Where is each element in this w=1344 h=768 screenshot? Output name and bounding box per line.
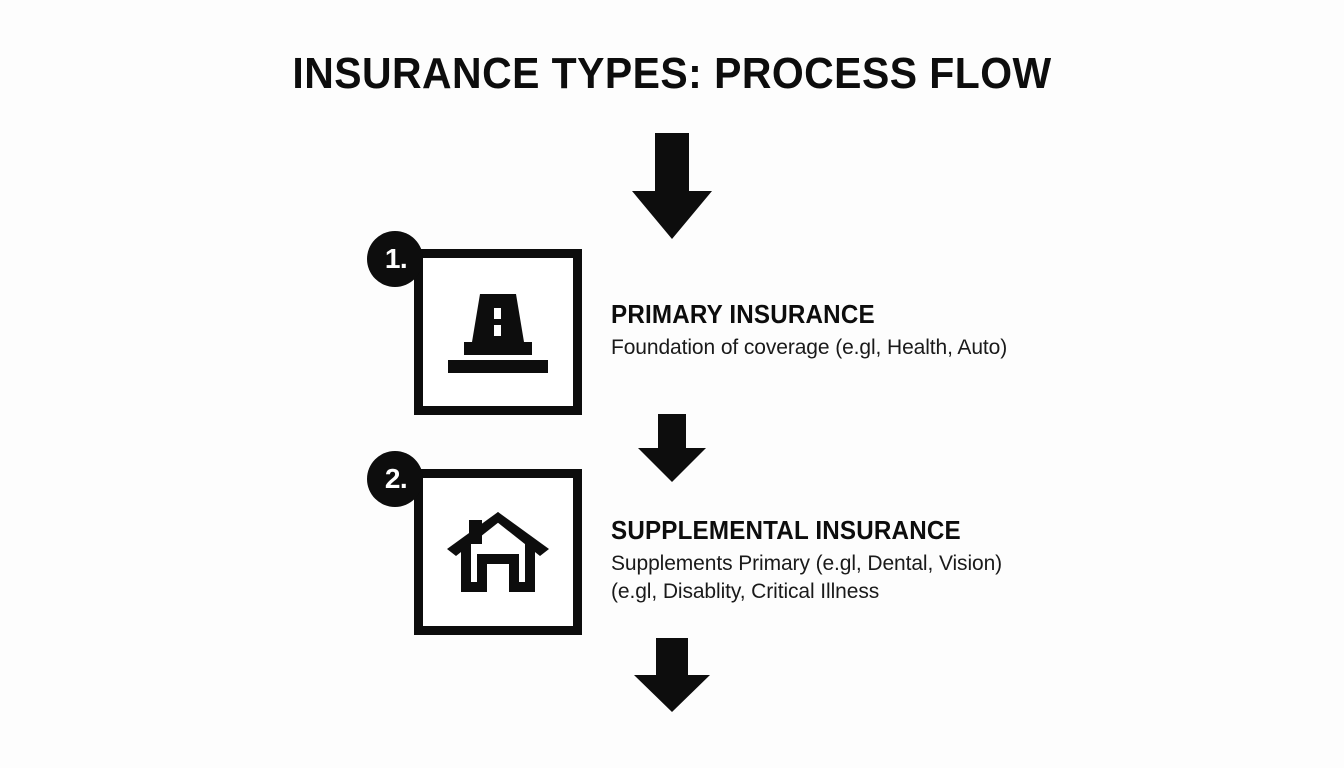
- step-2-heading: SUPPLEMENTAL INSURANCE: [611, 515, 961, 545]
- step-2-icon-box: [414, 469, 582, 635]
- step-2-number: 2.: [384, 463, 408, 494]
- step-2-number-badge: 2.: [367, 451, 423, 507]
- foundation-icon: [423, 258, 573, 406]
- arrow-bottom-icon: [634, 638, 710, 712]
- arrow-middle-icon: [638, 414, 706, 482]
- house-icon: [423, 478, 573, 626]
- step-1-desc-line-1: Foundation of coverage (e.gl, Health, Au…: [611, 336, 1008, 360]
- page-title: INSURANCE TYPES: PROCESS FLOW: [292, 49, 1052, 98]
- step-2-desc-line-2: (e.gl, Disablity, Critical Illness: [611, 579, 880, 603]
- step-2-desc-line-1: Supplements Primary (e.gl, Dental, Visio…: [611, 552, 1003, 576]
- step-2-text: SUPPLEMENTAL INSURANCE Supplements Prima…: [611, 515, 1003, 606]
- arrow-top-icon: [632, 133, 712, 239]
- step-1-icon-box: [414, 249, 582, 415]
- step-1-number-badge: 1.: [367, 231, 423, 287]
- step-1-number: 1.: [384, 243, 408, 274]
- step-1-text: PRIMARY INSURANCE Foundation of coverage…: [611, 299, 1008, 362]
- step-1-heading: PRIMARY INSURANCE: [611, 299, 875, 329]
